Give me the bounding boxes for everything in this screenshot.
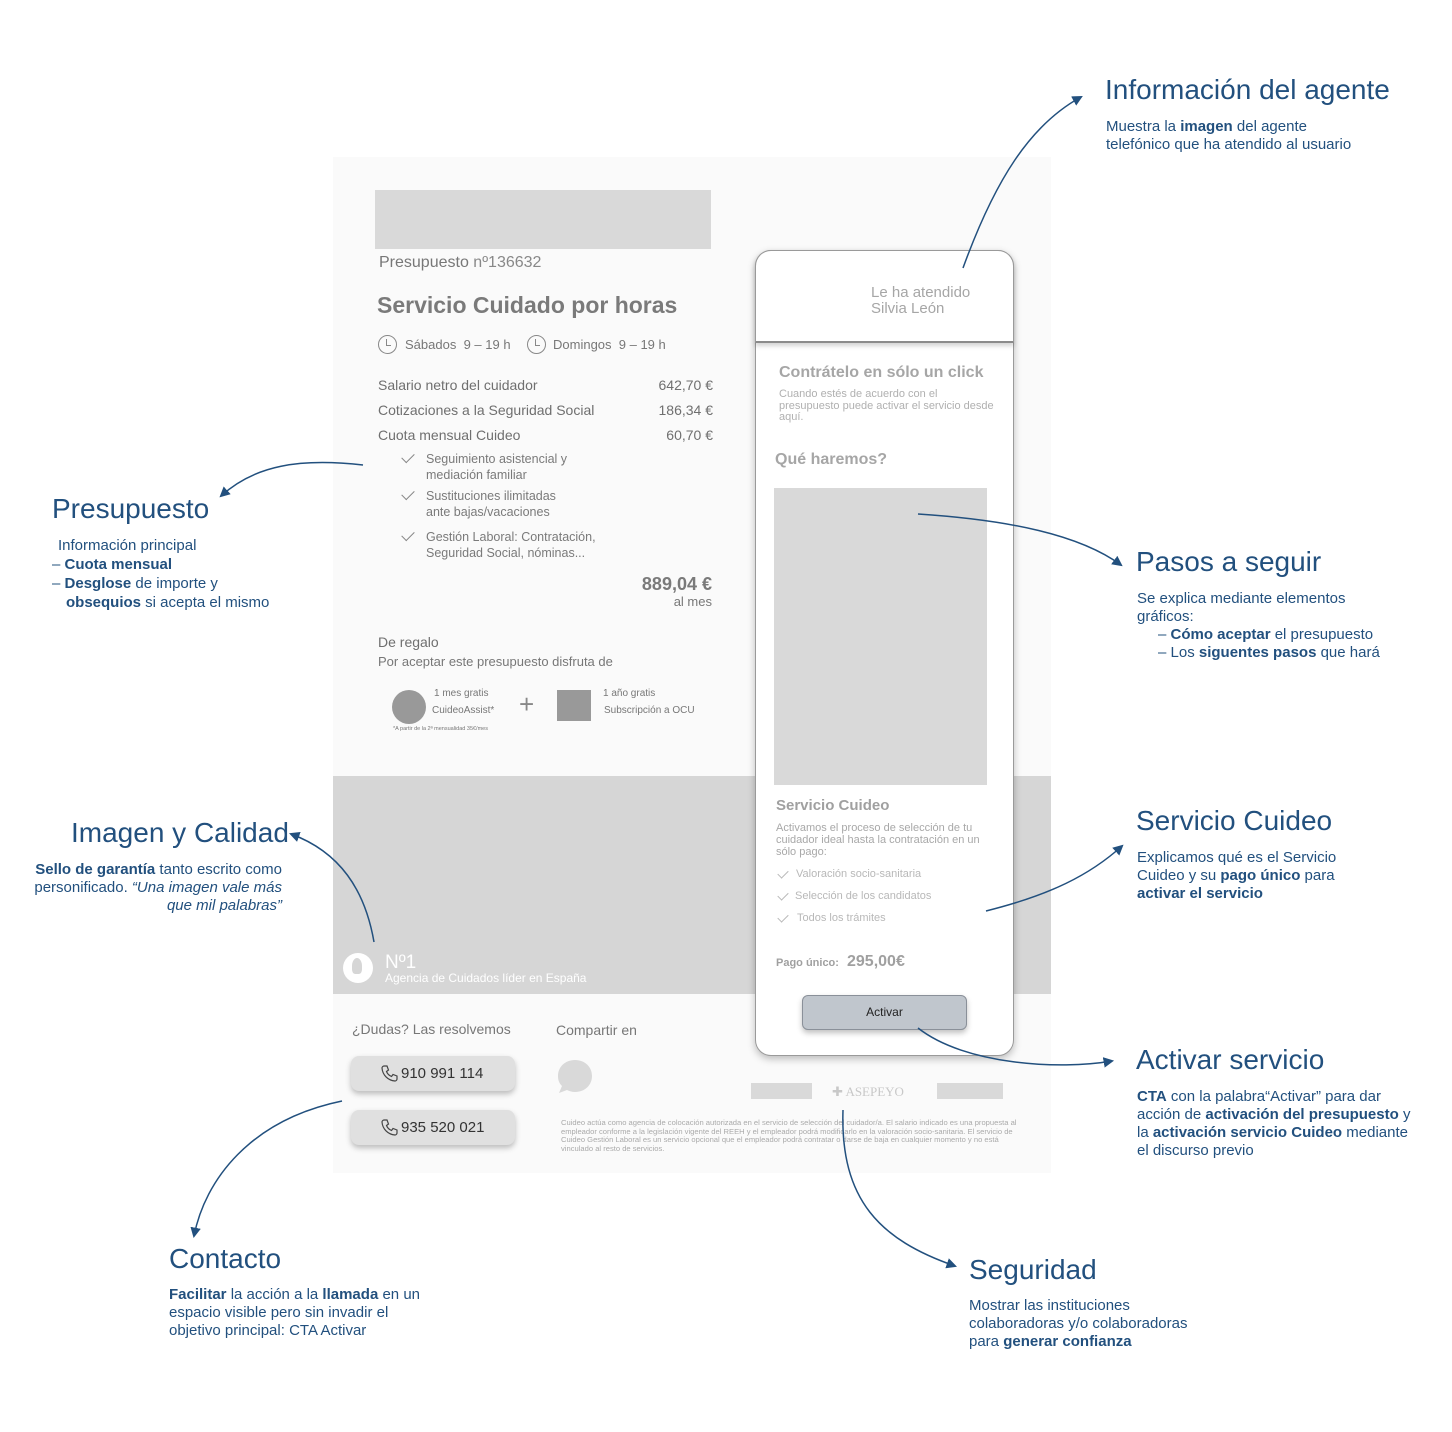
budget-number: nº136632: [473, 254, 542, 271]
annotation-contact-title: Contacto: [169, 1243, 282, 1274]
agent-name: Silvia León: [871, 300, 945, 317]
partner-logo-placeholder: [937, 1083, 1003, 1099]
badge-text: Agencia de Cuidados líder en España: [385, 971, 587, 985]
annotation-quality-title: Imagen y Calidad: [71, 817, 289, 848]
schedule-saturday: Sábados 9 – 19 h: [405, 337, 511, 352]
arrow-agent: [962, 95, 1083, 269]
chat-share-icon[interactable]: [556, 1058, 594, 1096]
clock-icon: [527, 335, 546, 354]
phone-number: 935 520 021: [401, 1119, 485, 1136]
payment-value: 295,00€: [847, 953, 905, 970]
gift2-line1: 1 año gratis: [603, 688, 656, 699]
gift1-line1: 1 mes gratis: [434, 688, 489, 699]
phone-button-2[interactable]: 935 520 021: [351, 1110, 515, 1145]
clock-icon: [378, 335, 397, 354]
arrow-service: [985, 844, 1124, 912]
click-title: Contrátelo en sólo un click: [779, 364, 984, 381]
service-cuideo-text: Activamos el proceso de selección de tu …: [776, 822, 980, 858]
phone-icon: [381, 1119, 398, 1136]
line-label: Cotizaciones a la Seguridad Social: [378, 402, 595, 418]
line-label: Salario netro del cuidador: [378, 377, 538, 393]
line-label: Cuota mensual Cuideo: [378, 427, 521, 443]
legal-text: Cuideo actúa como agencia de colocación …: [561, 1118, 1017, 1153]
asepeyo-logo: ✚ ASEPEYO: [832, 1084, 904, 1099]
partner-logo-placeholder: [751, 1083, 812, 1099]
share-label: Compartir en: [556, 1022, 637, 1038]
arrow-budget: [219, 461, 364, 498]
service-item: Todos los trámites: [797, 912, 886, 924]
feature-item: Gestión Laboral: Contratación, Seguridad…: [426, 530, 596, 560]
gift2-line2: Subscripción a OCU: [604, 705, 695, 716]
service-item: Selección de los candidatos: [795, 890, 932, 902]
gift1-note: *A partir de la 2ª mensualidad 35€/mes: [393, 726, 488, 732]
annotation-budget-title: Presupuesto: [52, 493, 210, 524]
doubts-label: ¿Dudas? Las resolvemos: [352, 1021, 511, 1037]
total-period: al mes: [673, 594, 712, 609]
total-amount: 889,04 €: [641, 574, 712, 594]
annotation-agent-text: Muestra la imagen del agente telefónico …: [1106, 118, 1352, 153]
attended-by: Le ha atendido: [871, 284, 971, 301]
schedule-sunday: Domingos 9 – 19 h: [553, 337, 666, 352]
feature-item: Sustituciones ilimitadas ante bajas/vaca…: [426, 489, 556, 519]
ocu-logo-placeholder: [557, 690, 591, 721]
annotation-security-text: Mostrar las instituciones colaboradoras …: [969, 1297, 1188, 1350]
line-value: 642,70 €: [658, 377, 714, 393]
service-title: Servicio Cuidado por horas: [377, 292, 678, 318]
annotation-service-title: Servicio Cuideo: [1136, 805, 1333, 836]
phone-icon: [381, 1065, 398, 1082]
budget-label: Presupuesto: [379, 254, 469, 271]
annotation-activate-title: Activar servicio: [1136, 1044, 1325, 1075]
click-text: Cuando estés de acuerdo con el presupues…: [779, 388, 994, 423]
annotation-security-title: Seguridad: [969, 1254, 1097, 1285]
arrow-activate: [917, 1027, 1115, 1068]
annotation-contact-text: Facilitar la acción a la llamada en un e…: [169, 1286, 421, 1339]
annotation-activate-text: CTA con la palabra“Activar” para dar acc…: [1137, 1088, 1411, 1159]
gift-subtitle: Por aceptar este presupuesto disfruta de: [378, 654, 613, 669]
arrow-contact: [190, 1100, 343, 1239]
annotation-agent-title: Información del agente: [1105, 74, 1390, 105]
arrow-quality: [289, 831, 375, 943]
badge-number: Nº1: [385, 952, 417, 973]
annotation-budget-text: Información principal – Cuota mensual – …: [52, 537, 270, 611]
agent-header: [755, 250, 1014, 343]
payment-label: Pago único:: [776, 957, 839, 969]
quality-seal-icon: [343, 953, 373, 983]
plus-icon: +: [519, 689, 535, 719]
logo-placeholder: [375, 190, 711, 249]
annotation-steps-text: Se explica mediante elementos gráficos: …: [1137, 590, 1380, 661]
annotation-quality-text: Sello de garantía tanto escrito como per…: [34, 861, 282, 914]
line-value: 186,34 €: [658, 402, 714, 418]
service-cuideo-title: Servicio Cuideo: [776, 797, 890, 814]
phone-button-1[interactable]: 910 991 114: [351, 1056, 515, 1091]
what-title: Qué haremos?: [775, 451, 888, 468]
service-item: Valoración socio-sanitaria: [796, 868, 922, 880]
activate-button[interactable]: Activar: [802, 995, 967, 1030]
gift-title: De regalo: [378, 634, 439, 650]
annotation-steps-title: Pasos a seguir: [1136, 546, 1322, 577]
feature-item: Seguimiento asistencial y mediación fami…: [426, 452, 568, 482]
phone-number: 910 991 114: [401, 1065, 484, 1082]
gift1-line2: CuideoAssist*: [432, 705, 495, 716]
arrow-security: [842, 1109, 957, 1269]
arrow-steps: [917, 513, 1123, 567]
steps-graphic-placeholder: [774, 488, 987, 785]
line-value: 60,70 €: [666, 427, 713, 443]
annotation-service-text: Explicamos qué es el Servicio Cuideo y s…: [1137, 849, 1337, 902]
cuideoassist-avatar: [392, 690, 426, 724]
budget-heading: Presupuesto nº136632: [379, 254, 541, 272]
